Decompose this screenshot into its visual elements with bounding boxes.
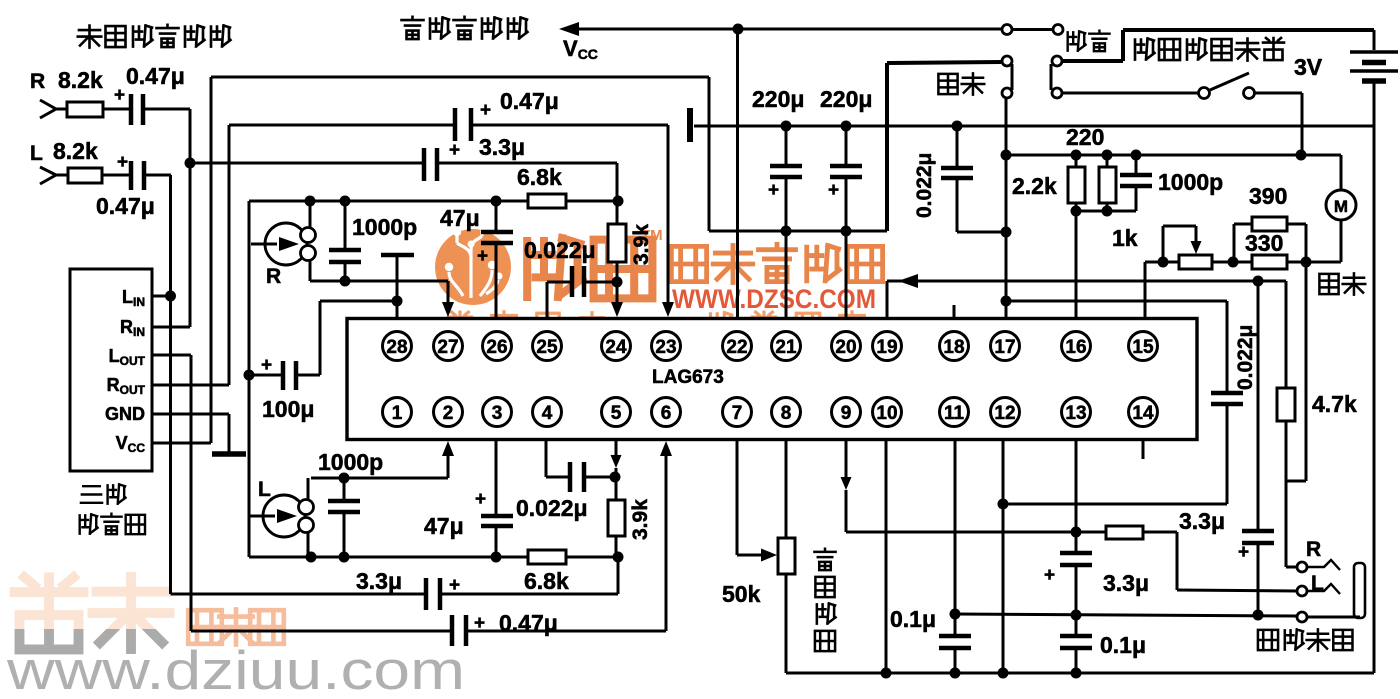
svg-text:220: 220	[1066, 124, 1104, 150]
svg-text:8.2k: 8.2k	[53, 138, 98, 164]
svg-text:3.3μ: 3.3μ	[1179, 508, 1225, 534]
svg-text:0.1μ: 0.1μ	[890, 606, 936, 632]
svg-text:25: 25	[536, 337, 558, 358]
svg-text:330: 330	[1245, 230, 1283, 256]
svg-text:+: +	[261, 355, 272, 376]
svg-text:10: 10	[876, 403, 897, 424]
svg-text:L: L	[258, 478, 271, 501]
svg-text:47μ: 47μ	[424, 513, 464, 539]
svg-text:+: +	[114, 85, 125, 106]
svg-text:17: 17	[994, 337, 1015, 358]
svg-text:+: +	[449, 575, 460, 596]
svg-text:+: +	[1044, 565, 1055, 586]
svg-text:3: 3	[492, 403, 503, 424]
svg-text:11: 11	[944, 403, 965, 424]
svg-text:GND: GND	[105, 404, 145, 424]
svg-text:8.2k: 8.2k	[58, 67, 103, 93]
svg-text:3.9k: 3.9k	[630, 224, 653, 265]
svg-text:L: L	[1311, 572, 1324, 595]
svg-text:M: M	[1334, 197, 1348, 216]
svg-text:www.dziuu.com: www.dziuu.com	[6, 639, 465, 694]
svg-text:21: 21	[775, 337, 797, 358]
svg-text:6.8k: 6.8k	[524, 568, 569, 594]
svg-text:27: 27	[437, 337, 458, 358]
svg-text:50k: 50k	[722, 581, 761, 607]
svg-text:TM: TM	[641, 227, 663, 244]
svg-text:LAG673: LAG673	[652, 367, 724, 388]
svg-text:15: 15	[1132, 337, 1154, 358]
svg-text:12: 12	[994, 403, 1015, 424]
svg-text:19: 19	[876, 337, 897, 358]
svg-text:23: 23	[655, 337, 676, 358]
svg-text:8: 8	[781, 403, 792, 424]
svg-text:1000p: 1000p	[1158, 169, 1223, 195]
svg-text:ROUT: ROUT	[107, 375, 146, 397]
svg-text:2: 2	[443, 403, 454, 424]
svg-text:22: 22	[726, 337, 747, 358]
svg-text:0.022μ: 0.022μ	[1234, 325, 1257, 390]
svg-text:14: 14	[1132, 403, 1154, 424]
svg-text:+: +	[828, 180, 839, 201]
svg-text:4: 4	[542, 403, 553, 424]
svg-text:+: +	[474, 613, 485, 634]
svg-text:1000p: 1000p	[352, 214, 417, 240]
svg-text:100μ: 100μ	[262, 396, 314, 422]
svg-text:R: R	[30, 70, 45, 93]
svg-text:LIN: LIN	[122, 287, 145, 309]
svg-text:+: +	[1238, 542, 1249, 563]
svg-text:+: +	[475, 489, 486, 510]
svg-text:0.022μ: 0.022μ	[516, 495, 588, 521]
svg-text:+: +	[768, 180, 779, 201]
svg-text:3.3μ: 3.3μ	[1103, 570, 1149, 596]
svg-text:3V: 3V	[1294, 54, 1323, 80]
svg-text:2.2k: 2.2k	[1012, 173, 1057, 199]
svg-text:0.47μ: 0.47μ	[500, 88, 559, 114]
svg-text:0.1μ: 0.1μ	[1100, 632, 1146, 658]
svg-text:13: 13	[1065, 403, 1086, 424]
svg-text:0.022μ: 0.022μ	[913, 153, 936, 218]
svg-text:0.47μ: 0.47μ	[126, 63, 185, 89]
svg-text:4.7k: 4.7k	[1312, 391, 1357, 417]
svg-text:6: 6	[661, 403, 672, 424]
svg-text:3.9k: 3.9k	[629, 499, 652, 540]
svg-text:1k: 1k	[1112, 225, 1138, 251]
svg-text:+: +	[449, 140, 460, 161]
svg-text:18: 18	[943, 337, 964, 358]
svg-text:3.3μ: 3.3μ	[479, 134, 525, 160]
svg-text:1: 1	[392, 403, 403, 424]
svg-text:+: +	[480, 100, 491, 121]
svg-text:16: 16	[1065, 337, 1086, 358]
svg-text:3.3μ: 3.3μ	[356, 568, 402, 594]
svg-text:220μ: 220μ	[752, 86, 804, 112]
svg-text:+: +	[117, 152, 128, 173]
svg-text:0.47μ: 0.47μ	[96, 193, 155, 219]
svg-text:9: 9	[841, 403, 852, 424]
svg-text:24: 24	[605, 337, 627, 358]
svg-text:R: R	[1306, 538, 1321, 561]
svg-text:220μ: 220μ	[820, 86, 872, 112]
svg-text:390: 390	[1249, 183, 1287, 209]
svg-text:1000p: 1000p	[318, 449, 383, 475]
svg-text:0.022μ: 0.022μ	[524, 237, 596, 263]
svg-text:5: 5	[611, 403, 622, 424]
svg-text:47μ: 47μ	[440, 205, 480, 231]
svg-text:R: R	[266, 265, 281, 288]
svg-text:28: 28	[386, 337, 407, 358]
svg-text:0.47μ: 0.47μ	[499, 610, 558, 636]
svg-text:26: 26	[486, 337, 507, 358]
svg-text:20: 20	[835, 337, 856, 358]
svg-text:L: L	[30, 142, 43, 165]
svg-text:+: +	[477, 246, 488, 267]
svg-text:6.8k: 6.8k	[517, 164, 562, 190]
svg-text:7: 7	[732, 403, 743, 424]
svg-text:WWW.DZSC.COM: WWW.DZSC.COM	[672, 284, 876, 314]
